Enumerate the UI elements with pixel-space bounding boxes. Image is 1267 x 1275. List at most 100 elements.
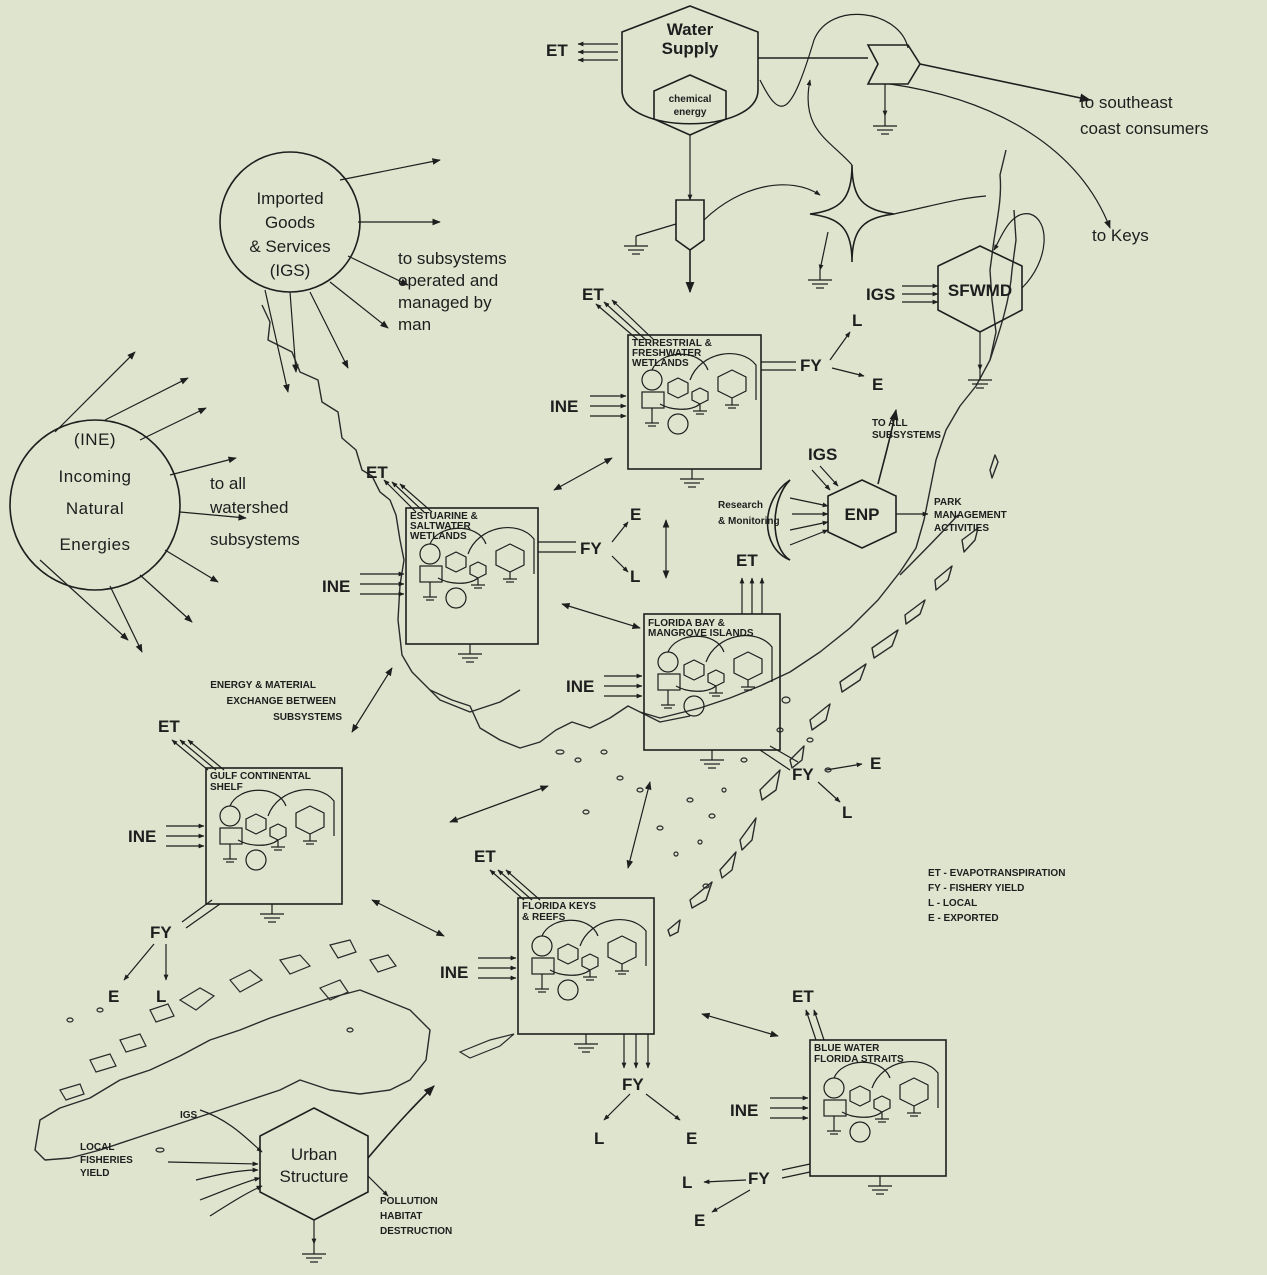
to-subsystems-3: man	[398, 315, 431, 334]
gulf-title-0: GULF CONTINENTAL	[210, 771, 311, 782]
ine-label-1: Incoming	[59, 467, 132, 486]
park-mgmt-1: MANAGEMENT	[934, 510, 1007, 521]
legend: ET - EVAPOTRANSPIRATION FY - FISHERY YIE…	[928, 868, 1065, 924]
urban-structure-node: Urban Structure IGS LOCAL FISHERIES YIEL…	[80, 1085, 452, 1263]
estuarine-e: E	[630, 505, 641, 524]
water-supply-et: ET	[546, 41, 568, 60]
sfwmd-node: SFWMD IGS	[866, 213, 1045, 389]
gulf-ine: INE	[128, 827, 156, 846]
pollution-1: HABITAT	[380, 1211, 422, 1222]
florida-bay-e: E	[870, 754, 881, 773]
igs-label-1: Goods	[265, 213, 315, 232]
estuarine-title-2: WETLANDS	[410, 531, 467, 542]
keys-title-1: & REEFS	[522, 912, 566, 923]
igs-label-3: (IGS)	[270, 261, 311, 280]
pollution-0: POLLUTION	[380, 1196, 438, 1207]
terrestrial-et: ET	[582, 285, 604, 304]
estuarine-l: L	[630, 567, 640, 586]
blue-water-l: L	[682, 1173, 692, 1192]
subsystem-keys: FLORIDA KEYS & REEFS ET INE FY L E	[440, 847, 697, 1148]
florida-bay-title-0: FLORIDA BAY &	[648, 618, 725, 629]
subsystem-estuarine: ESTUARINE & SALTWATER WETLANDS ET INE FY…	[322, 463, 641, 663]
gulf-title-1: SHELF	[210, 782, 243, 793]
gulf-l: L	[156, 987, 166, 1006]
keys-ine: INE	[440, 963, 468, 982]
estuarine-title-0: ESTUARINE &	[410, 511, 478, 522]
urban-igs: IGS	[180, 1110, 198, 1121]
to-all-subsystems-0: TO ALL	[872, 418, 908, 429]
chemical-label-1: energy	[674, 107, 707, 118]
igs-source: Imported Goods & Services (IGS) to subsy…	[219, 151, 507, 393]
florida-bay-title-1: MANGROVE ISLANDS	[648, 628, 754, 639]
estuarine-title-1: SALTWATER	[410, 521, 472, 532]
middle-interaction	[675, 199, 705, 251]
park-mgmt-0: PARK	[934, 497, 962, 508]
to-all-subsystems-1: SUBSYSTEMS	[872, 430, 941, 441]
local-fisheries-1: FISHERIES	[80, 1155, 133, 1166]
to-all-watershed-2: subsystems	[210, 530, 300, 549]
chemical-energy-node	[653, 74, 727, 136]
enp-node: ENP IGS Research & Monitoring PARK MANAG…	[718, 408, 1007, 561]
terrestrial-ine: INE	[550, 397, 578, 416]
terrestrial-title-2: WETLANDS	[632, 358, 689, 369]
keys-title-0: FLORIDA KEYS	[522, 901, 596, 912]
subsystem-terrestrial: TERRESTRIAL & FRESHWATER WETLANDS ET INE…	[550, 285, 883, 488]
subsystem-florida-bay: FLORIDA BAY & MANGROVE ISLANDS ET INE FY…	[566, 551, 881, 822]
sfwmd-label: SFWMD	[948, 281, 1012, 300]
local-fisheries-0: LOCAL	[80, 1142, 114, 1153]
blue-water-title-1: FLORIDA STRAITS	[814, 1054, 904, 1065]
park-mgmt-2: ACTIVITIES	[934, 523, 989, 534]
water-supply-label-0: Water	[667, 20, 714, 39]
keys-et: ET	[474, 847, 496, 866]
gulf-fy: FY	[150, 923, 172, 942]
terrestrial-title-0: TERRESTRIAL &	[632, 338, 712, 349]
estuarine-ine: INE	[322, 577, 350, 596]
blue-water-et: ET	[792, 987, 814, 1006]
florida-bay-fy: FY	[792, 765, 814, 784]
ine-label-2: Natural	[66, 499, 124, 518]
terrestrial-e: E	[872, 375, 883, 394]
enp-igs: IGS	[808, 445, 837, 464]
to-subsystems-1: operated and	[398, 271, 498, 290]
to-all-watershed-1: watershed	[209, 498, 288, 517]
estuarine-et: ET	[366, 463, 388, 482]
pollution-2: DESTRUCTION	[380, 1226, 452, 1237]
exchange-arrows: ENERGY & MATERIAL EXCHANGE BETWEEN SUBSY…	[210, 457, 779, 1038]
to-subsystems-2: managed by	[398, 293, 492, 312]
florida-bay-ine: INE	[566, 677, 594, 696]
igs-label-0: Imported	[256, 189, 323, 208]
enp-label: ENP	[845, 505, 880, 524]
water-supply-label-1: Supply	[662, 39, 719, 58]
legend-item-et: ET - EVAPOTRANSPIRATION	[928, 868, 1065, 879]
blue-water-ine: INE	[730, 1101, 758, 1120]
keys-l: L	[594, 1129, 604, 1148]
ine-label-0: (INE)	[74, 430, 116, 449]
sfwmd-igs: IGS	[866, 285, 895, 304]
igs-label-2: & Services	[249, 237, 330, 256]
water-supply-tank: Water Supply chemical energy ET to south…	[546, 5, 1209, 294]
to-southeast-0: to southeast	[1080, 93, 1173, 112]
upper-interaction	[866, 44, 921, 85]
terrestrial-fy: FY	[800, 356, 822, 375]
estuarine-fy: FY	[580, 539, 602, 558]
urban-label-0: Urban	[291, 1145, 337, 1164]
keys-e: E	[686, 1129, 697, 1148]
to-keys: to Keys	[1092, 226, 1149, 245]
blue-water-fy: FY	[748, 1169, 770, 1188]
legend-item-fy: FY - FISHERY YIELD	[928, 883, 1024, 894]
exchange-label-2: SUBSYSTEMS	[273, 712, 342, 723]
legend-item-e: E - EXPORTED	[928, 913, 999, 924]
exchange-label-0: ENERGY & MATERIAL	[210, 680, 316, 691]
to-subsystems-0: to subsystems	[398, 249, 507, 268]
terrestrial-title-1: FRESHWATER	[632, 348, 702, 359]
ine-label-3: Energies	[59, 535, 130, 554]
florida-bay-et: ET	[736, 551, 758, 570]
to-all-watershed-0: to all	[210, 474, 246, 493]
blue-water-title-0: BLUE WATER	[814, 1043, 880, 1054]
florida-bay-l: L	[842, 803, 852, 822]
to-southeast-1: coast consumers	[1080, 119, 1209, 138]
legend-item-l: L - LOCAL	[928, 898, 977, 909]
blue-water-e: E	[694, 1211, 705, 1230]
exchange-label-1: EXCHANGE BETWEEN	[227, 696, 336, 707]
